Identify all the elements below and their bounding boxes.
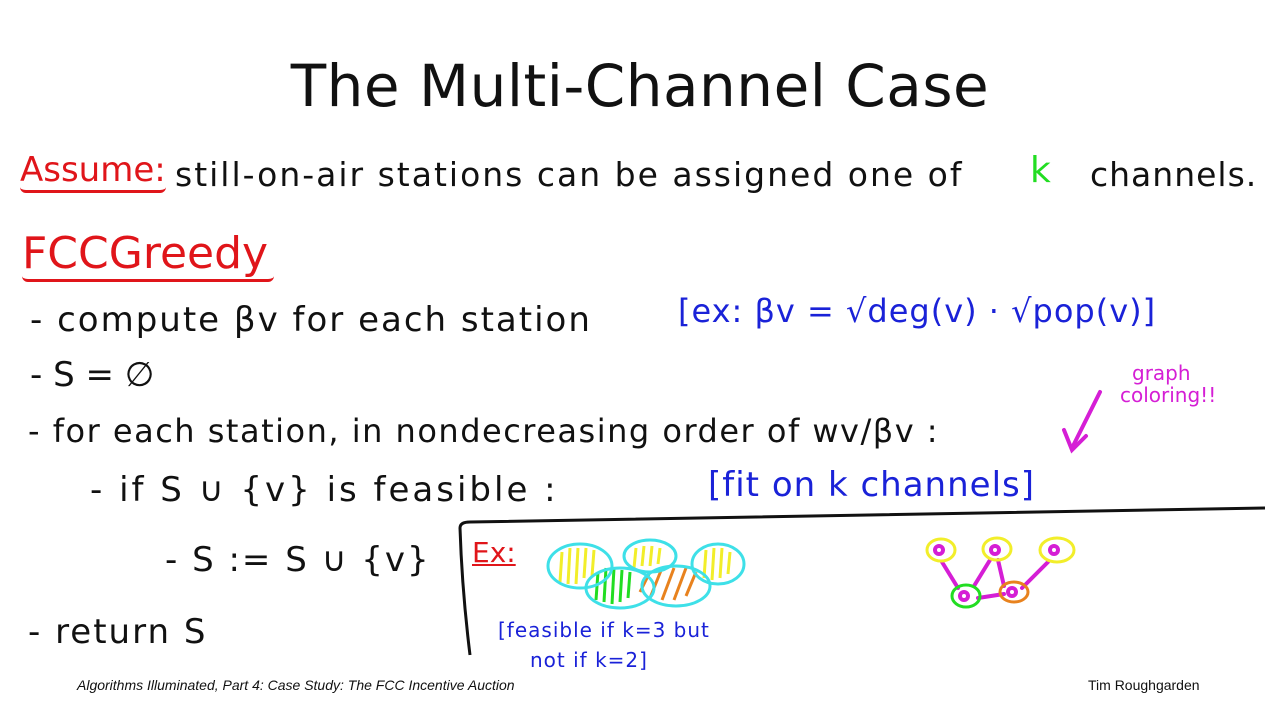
step-if: - if S ∪ {v} is feasible : [90, 470, 559, 510]
example-label: Ex: [472, 536, 516, 569]
step-compute: - compute βv for each station [30, 300, 592, 340]
slide-title: The Multi-Channel Case [290, 52, 990, 120]
example-caption-2: not if k=2] [530, 648, 648, 672]
assume-label: Assume: [20, 150, 166, 193]
example-caption-1: [feasible if k=3 but [498, 618, 710, 642]
step-init: - S = ∅ [30, 355, 155, 395]
coverage-areas-illustration [546, 538, 746, 610]
footer-book-title: Algorithms Illuminated, Part 4: Case Stu… [77, 677, 515, 693]
feasible-note: [fit on k channels] [708, 465, 1035, 505]
step-loop: - for each station, in nondecreasing ord… [28, 412, 940, 450]
beta-example-note: [ex: βv = √deg(v) · √pop(v)] [678, 292, 1157, 330]
note-line-1: graph [1132, 361, 1191, 385]
example-box-top [458, 506, 1266, 529]
step-add: - S := S ∪ {v} [165, 540, 431, 580]
conflict-graph-illustration [925, 536, 1076, 609]
arrow-icon [1070, 390, 1102, 450]
step-return: - return S [28, 612, 208, 652]
note-line-2: coloring!! [1120, 383, 1217, 407]
k-variable: k [1030, 150, 1051, 191]
graph-coloring-note: graph coloring!! [1120, 362, 1216, 406]
example-box-left [458, 527, 472, 656]
footer-author: Tim Roughgarden [1088, 677, 1200, 693]
algorithm-name: FCCGreedy [22, 228, 275, 282]
assume-text: still-on-air stations can be assigned on… [175, 155, 964, 194]
assume-text-end: channels. [1090, 155, 1258, 194]
